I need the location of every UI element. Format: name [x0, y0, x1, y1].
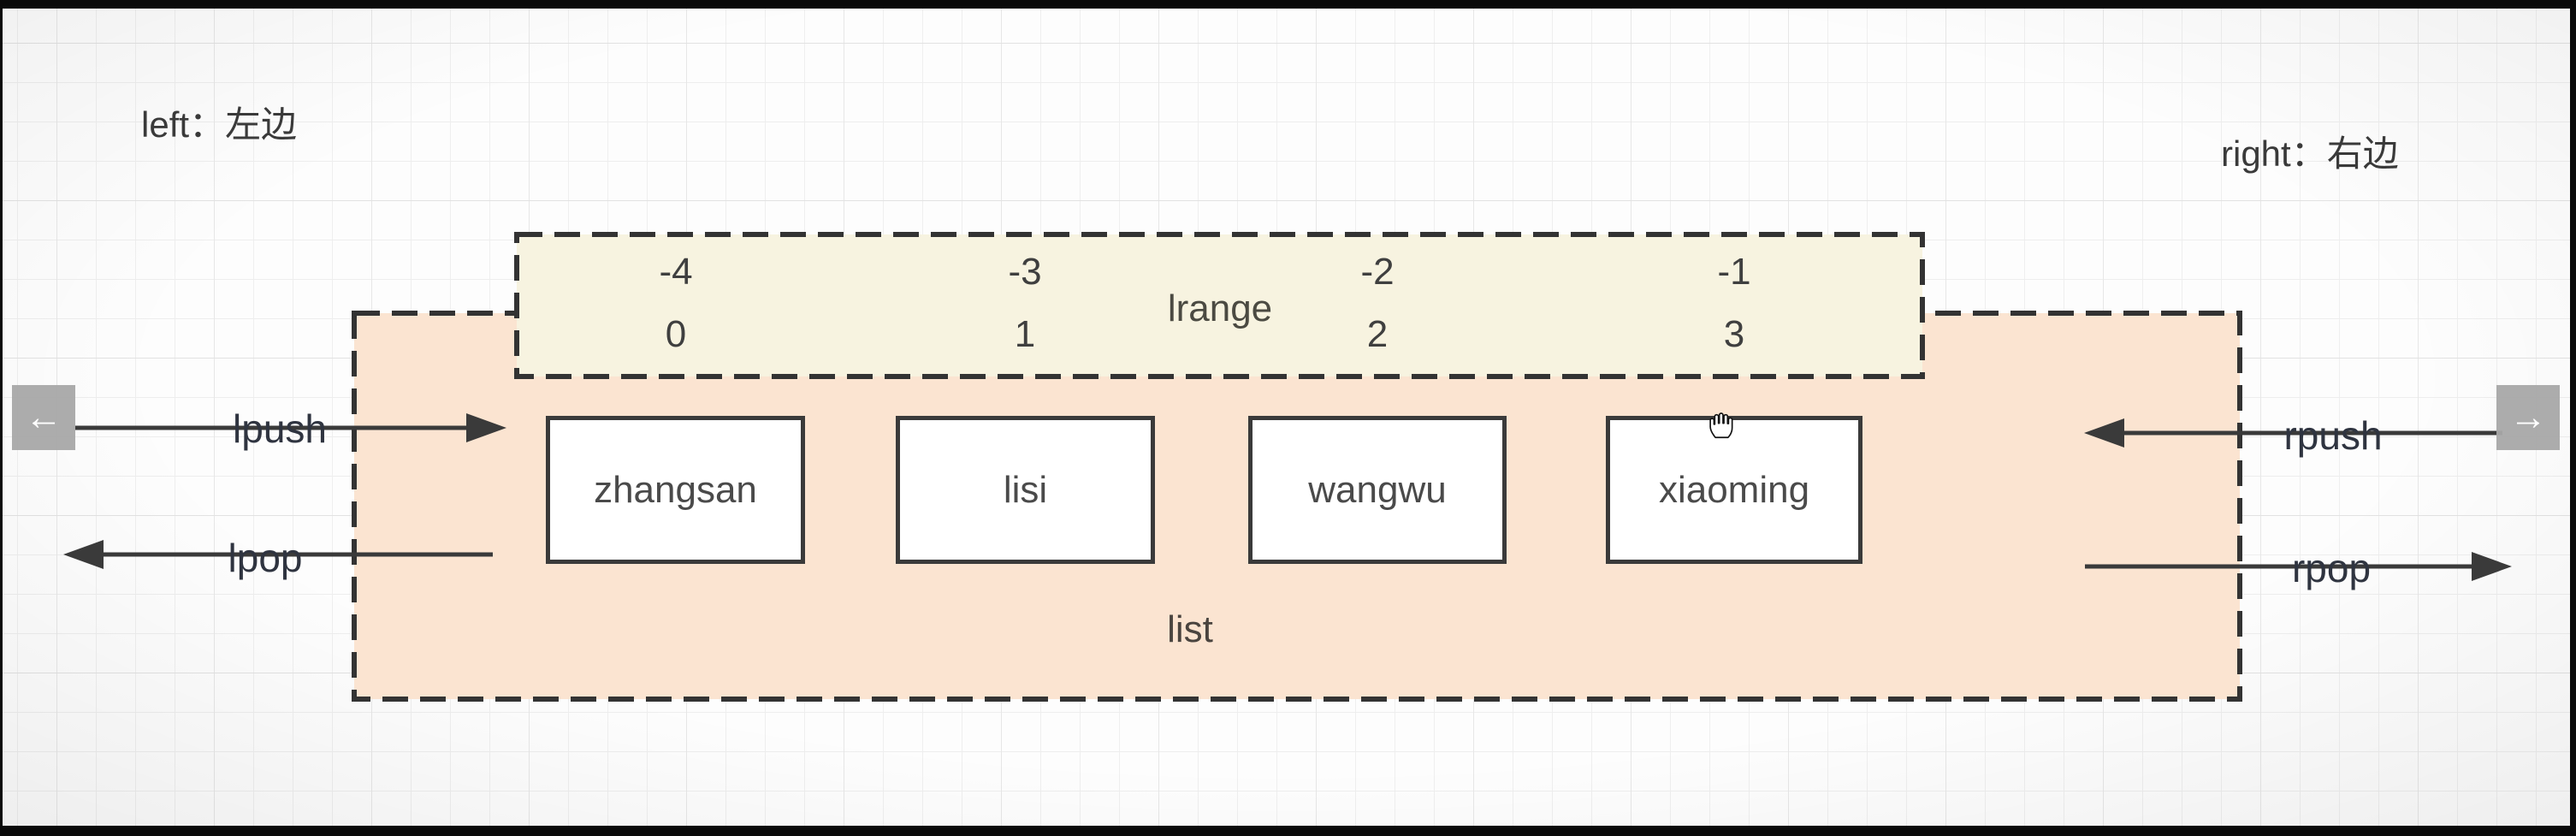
list-item-box: zhangsan: [546, 416, 805, 564]
lpop-label: lpop: [228, 536, 303, 580]
negative-index: -1: [1717, 251, 1751, 293]
right-annotation: right：右边: [2221, 133, 2399, 174]
positive-index: 1: [1014, 313, 1036, 355]
rpop-label: rpop: [2291, 546, 2372, 590]
list-item-label: wangwu: [1308, 468, 1447, 511]
rpush-label: rpush: [2283, 413, 2383, 458]
positive-index: 3: [1723, 313, 1745, 355]
left-letterbox-bar: [0, 0, 3, 836]
next-button[interactable]: →: [2496, 385, 2560, 450]
left-arrow-icon: ←: [25, 396, 62, 438]
lrange-label: lrange: [1167, 288, 1273, 329]
positive-index: 2: [1366, 313, 1389, 355]
list-label: list: [1167, 608, 1213, 650]
bottom-letterbox-bar: [0, 826, 2576, 836]
prev-button[interactable]: ←: [12, 385, 75, 450]
list-item-label: lisi: [1003, 468, 1048, 511]
list-item-label: zhangsan: [594, 468, 757, 511]
list-item-label: xiaoming: [1658, 468, 1810, 511]
right-arrow-icon: →: [2509, 396, 2547, 438]
right-letterbox-bar: [2570, 0, 2576, 836]
lpush-label: lpush: [233, 406, 327, 451]
top-letterbox-bar: [0, 0, 2576, 9]
hand-cursor-icon: [1709, 412, 1733, 439]
left-annotation: left：左边: [141, 104, 298, 145]
negative-index: -4: [659, 251, 693, 293]
negative-index: -3: [1008, 251, 1042, 293]
list-item-box: wangwu: [1248, 416, 1507, 564]
negative-index: -2: [1360, 251, 1395, 293]
list-item-box: lisi: [896, 416, 1155, 564]
positive-index: 0: [665, 313, 687, 355]
